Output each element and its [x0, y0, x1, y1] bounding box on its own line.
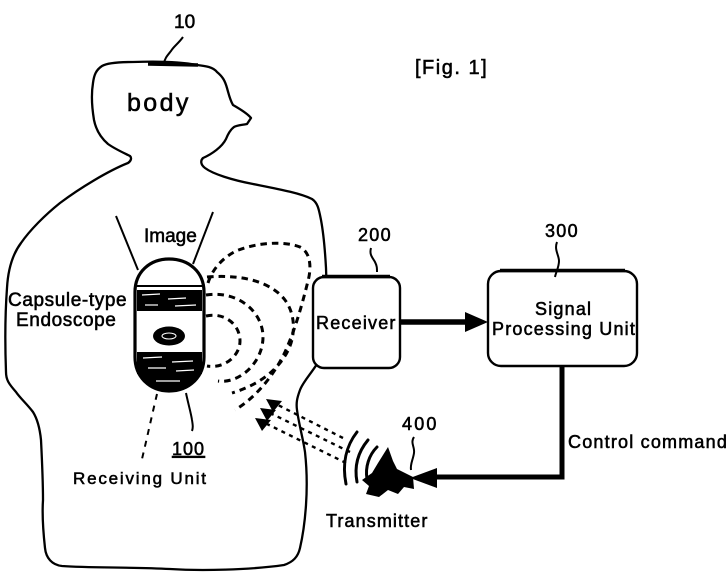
- svg-text:Signal: Signal: [535, 299, 592, 319]
- svg-text:Capsule-type: Capsule-type: [8, 290, 127, 311]
- svg-text:Receiving Unit: Receiving Unit: [73, 469, 208, 488]
- svg-text:Transmitter: Transmitter: [326, 511, 428, 531]
- svg-text:body: body: [127, 89, 191, 117]
- svg-text:200: 200: [358, 225, 392, 245]
- svg-text:[Fig. 1]: [Fig. 1]: [415, 57, 488, 79]
- svg-text:Control command: Control command: [568, 432, 728, 452]
- svg-text:400: 400: [402, 414, 439, 434]
- svg-text:Image: Image: [144, 226, 197, 247]
- svg-text:Processing Unit: Processing Unit: [492, 319, 636, 339]
- svg-text:100: 100: [172, 439, 205, 459]
- svg-text:300: 300: [545, 221, 579, 241]
- svg-text:Endoscope: Endoscope: [16, 310, 116, 331]
- svg-text:Receiver: Receiver: [316, 313, 397, 333]
- svg-text:10: 10: [174, 12, 195, 33]
